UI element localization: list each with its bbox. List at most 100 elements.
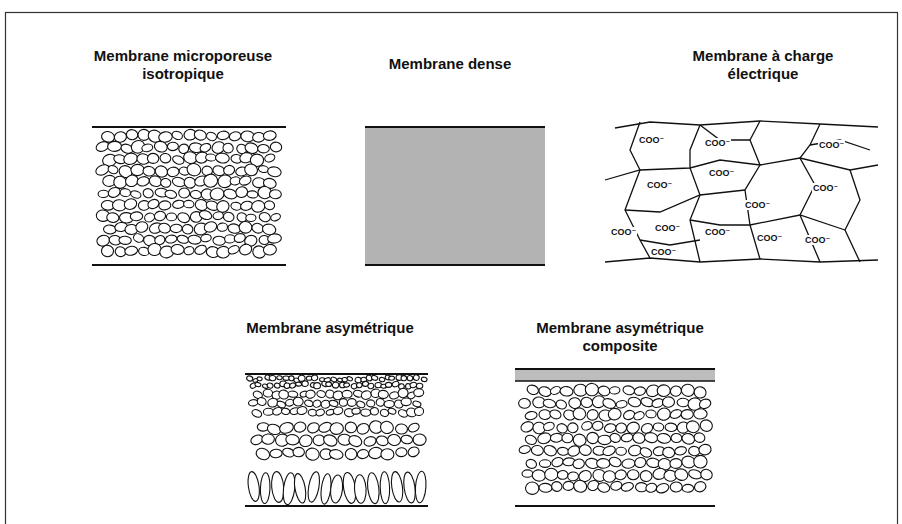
pore bbox=[217, 131, 230, 141]
pore bbox=[401, 375, 407, 381]
pore bbox=[693, 480, 707, 493]
pore bbox=[164, 189, 177, 199]
pore bbox=[694, 455, 708, 468]
pore bbox=[166, 213, 176, 221]
pore bbox=[580, 396, 594, 409]
charge-label: COO⁻ bbox=[646, 180, 673, 190]
membrane-face bbox=[515, 380, 715, 382]
pore bbox=[645, 409, 656, 418]
pore bbox=[526, 383, 540, 396]
pore bbox=[414, 471, 427, 503]
pore bbox=[329, 399, 339, 407]
pore bbox=[98, 190, 109, 198]
pore bbox=[186, 162, 202, 177]
pore bbox=[142, 187, 155, 199]
pore bbox=[142, 166, 155, 177]
pore bbox=[270, 449, 283, 458]
pore bbox=[203, 173, 219, 189]
pore bbox=[135, 220, 150, 233]
pore bbox=[132, 232, 145, 244]
pore bbox=[170, 224, 182, 233]
pore bbox=[130, 164, 144, 176]
pore bbox=[366, 400, 375, 408]
pore bbox=[347, 398, 356, 407]
pore bbox=[395, 423, 408, 434]
pore bbox=[390, 471, 405, 503]
pore bbox=[384, 400, 395, 408]
pore bbox=[524, 434, 538, 446]
pore bbox=[555, 398, 568, 410]
pore bbox=[578, 443, 592, 456]
pore bbox=[277, 376, 283, 380]
charge-label: COO⁻ bbox=[708, 168, 735, 178]
pore bbox=[557, 447, 569, 456]
pore bbox=[352, 408, 361, 415]
pore bbox=[311, 374, 319, 381]
pore bbox=[597, 481, 611, 493]
pore bbox=[257, 144, 269, 153]
pore bbox=[669, 385, 682, 398]
charge-label: COO⁻ bbox=[704, 138, 731, 148]
pore bbox=[269, 375, 276, 381]
pore bbox=[183, 200, 194, 208]
pore bbox=[264, 200, 276, 210]
pore bbox=[263, 130, 277, 141]
pore bbox=[627, 470, 639, 480]
pore bbox=[157, 222, 171, 235]
pore bbox=[282, 472, 297, 505]
pore bbox=[293, 447, 305, 457]
pore bbox=[205, 154, 216, 162]
pore bbox=[238, 175, 252, 187]
pore bbox=[585, 431, 599, 445]
pore bbox=[171, 154, 185, 166]
pore bbox=[592, 420, 604, 431]
charge-label: COO⁻ bbox=[638, 135, 665, 145]
pore bbox=[542, 398, 556, 409]
pore bbox=[264, 153, 276, 164]
pore bbox=[375, 398, 385, 407]
pore bbox=[407, 375, 414, 382]
pore bbox=[698, 398, 712, 411]
pore bbox=[550, 480, 563, 492]
pore bbox=[246, 214, 256, 221]
pore bbox=[126, 129, 139, 141]
pore bbox=[699, 418, 714, 432]
pore bbox=[677, 398, 689, 407]
pore bbox=[190, 190, 202, 200]
pore bbox=[518, 398, 530, 409]
pore bbox=[370, 407, 379, 416]
pore bbox=[246, 471, 261, 502]
charge-label: COO⁻ bbox=[704, 227, 731, 237]
membrane-face bbox=[515, 368, 715, 370]
charge-label: COO⁻ bbox=[756, 233, 783, 243]
isotropic-pores bbox=[94, 128, 282, 260]
pore bbox=[119, 236, 132, 245]
pore bbox=[621, 432, 634, 443]
pore bbox=[357, 449, 370, 459]
pore bbox=[598, 435, 612, 445]
pore bbox=[346, 376, 353, 382]
pore bbox=[656, 433, 671, 445]
pore bbox=[172, 199, 185, 209]
membrane-heading: Membrane asymétrique composite bbox=[505, 319, 735, 355]
charge-label: COO⁻ bbox=[610, 227, 637, 237]
pore bbox=[413, 434, 427, 446]
pore bbox=[130, 190, 142, 200]
pore bbox=[103, 224, 116, 234]
pore bbox=[363, 435, 377, 447]
pore bbox=[223, 211, 235, 222]
pore bbox=[288, 391, 298, 398]
pore bbox=[616, 447, 627, 456]
pore bbox=[215, 152, 230, 164]
pore bbox=[602, 444, 617, 457]
pore bbox=[183, 245, 195, 256]
pore bbox=[330, 422, 344, 434]
charge-label: COO⁻ bbox=[744, 200, 771, 210]
membrane-panel: Membrane microporeuse isotropique bbox=[73, 47, 293, 83]
pore bbox=[222, 142, 235, 155]
pore bbox=[281, 408, 290, 416]
pore bbox=[267, 233, 282, 244]
pore bbox=[614, 469, 627, 481]
pore bbox=[296, 406, 307, 416]
pore bbox=[269, 141, 282, 153]
